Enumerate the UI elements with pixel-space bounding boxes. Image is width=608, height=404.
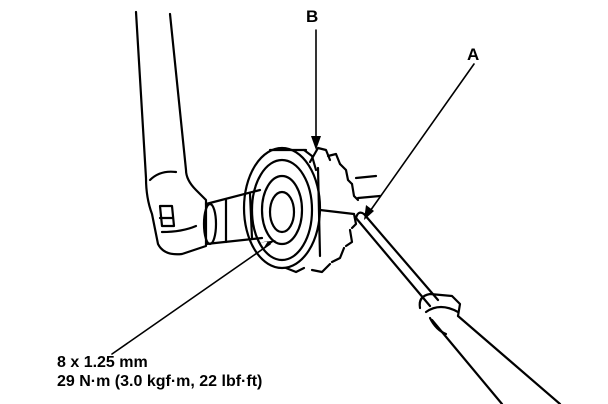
- pulley-drawing: [242, 146, 382, 274]
- torque-spec-text: 29 N·m (3.0 kgf·m, 22 lbf·ft): [57, 373, 263, 390]
- callout-a-label: A: [467, 45, 480, 64]
- socket-shaft-drawing: [202, 188, 264, 246]
- arrowheads: [259, 136, 374, 249]
- arrowhead-bolt: [259, 240, 276, 249]
- callout-b-label: B: [306, 7, 319, 26]
- arrowhead-b: [311, 136, 321, 150]
- bolt-size-text: 8 x 1.25 mm: [57, 354, 148, 371]
- wrench-drawing: [134, 10, 208, 256]
- leader-line-bolt: [111, 243, 271, 355]
- screwdriver-drawing: [354, 211, 562, 404]
- leader-lines: [111, 29, 475, 355]
- arrowhead-a: [364, 205, 374, 220]
- leader-line-a: [367, 63, 475, 215]
